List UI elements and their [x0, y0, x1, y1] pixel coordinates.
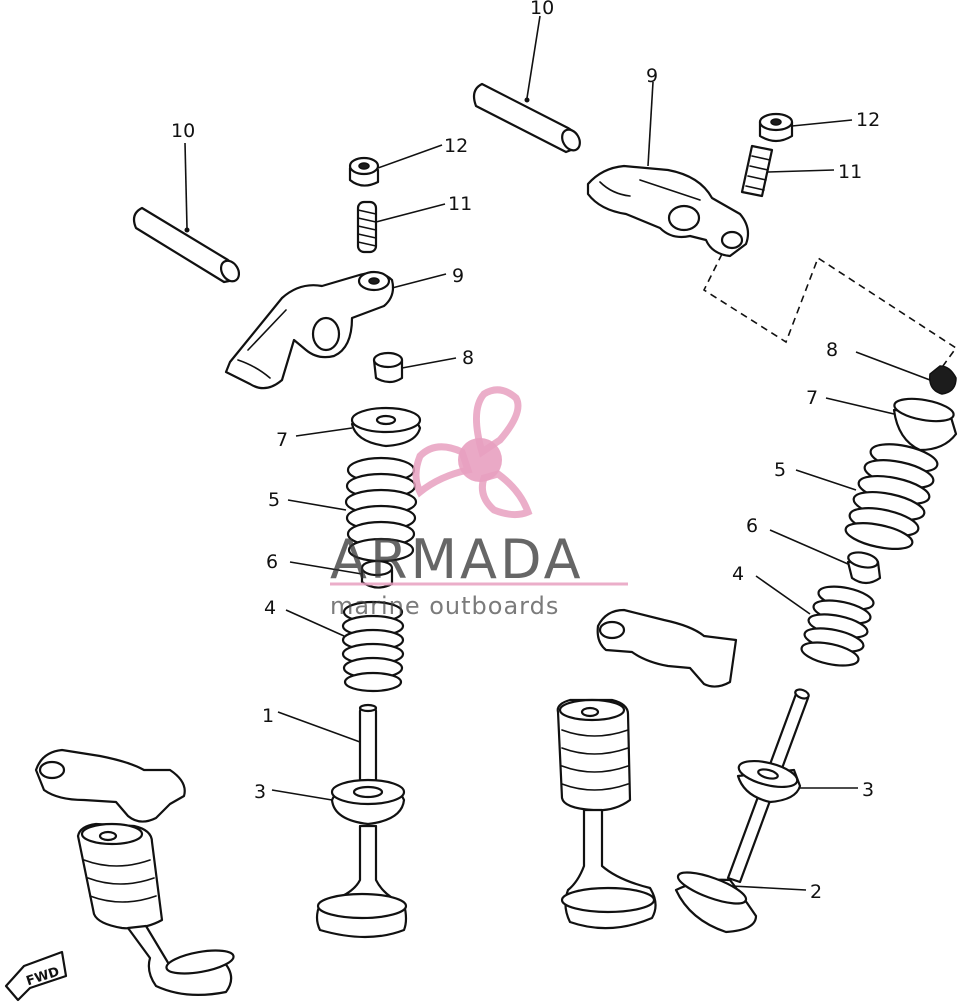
armada-watermark: ARMADA marine outboards: [330, 386, 628, 620]
propeller-logo: [412, 386, 533, 519]
callout-11-left: 11: [448, 193, 472, 215]
spring-retainer-right: [892, 397, 958, 452]
leader-11-left: [375, 203, 446, 223]
nut-left: [348, 156, 380, 187]
watermark-brand: ARMADA: [330, 528, 584, 591]
callout-5-left: 5: [268, 489, 280, 511]
callout-10-left: 10: [171, 120, 195, 142]
forward-direction-tag: FWD: [4, 950, 68, 1002]
callout-6-right: 6: [746, 515, 758, 537]
leader-12-left: [377, 144, 443, 169]
rocker-arm-left: [224, 270, 395, 390]
spring-seat-right: [846, 551, 882, 585]
leader-12-right: [791, 119, 853, 127]
leader-6-right: [769, 529, 849, 565]
outer-spring-left: [344, 456, 418, 563]
leader-10-left: [184, 142, 188, 229]
callout-9-right: 9: [646, 65, 658, 87]
callout-2: 2: [810, 881, 822, 903]
callout-9-left: 9: [452, 265, 464, 287]
inner-spring-right: [800, 585, 875, 667]
callout-4-right: 4: [732, 563, 744, 585]
leader-11-right: [767, 169, 835, 173]
leader-7-left: [295, 427, 353, 437]
assembled-reference-center: [556, 608, 738, 930]
dashed-assembly-link: [702, 253, 958, 371]
valve-seal-right: [736, 759, 802, 804]
outer-spring-right: [844, 443, 939, 550]
valve-right: [674, 688, 810, 934]
callout-12-left: 12: [444, 135, 468, 157]
callout-12-right: 12: [856, 109, 880, 131]
rocker-arm-right: [586, 164, 750, 258]
valve-seal-left: [330, 778, 406, 826]
callout-7-left: 7: [276, 429, 288, 451]
leader-6-left: [289, 561, 363, 575]
leader-3-left: [271, 789, 333, 801]
stem-cap-right: [929, 365, 957, 395]
callout-1: 1: [262, 705, 274, 727]
spring-retainer-left: [350, 406, 422, 448]
callout-3-left: 3: [254, 781, 266, 803]
rocker-shaft-left: [132, 206, 241, 284]
leader-4-right: [755, 575, 811, 615]
callout-7-right: 7: [806, 387, 818, 409]
leader-8-right: [855, 351, 931, 381]
nut-right: [758, 112, 794, 143]
leader-5-right: [795, 469, 857, 491]
rocker-shaft-right: [472, 82, 581, 154]
callout-10-right: 10: [530, 0, 554, 19]
assembled-reference-left: [34, 748, 235, 996]
valve-guide: [358, 703, 378, 796]
leader-5-left: [287, 499, 347, 511]
inner-spring-left: [341, 600, 405, 693]
leader-2: [731, 885, 807, 891]
callout-4-left: 4: [264, 597, 276, 619]
callout-5-right: 5: [774, 459, 786, 481]
watermark-tagline: marine outboards: [330, 592, 559, 620]
leader-1: [277, 711, 361, 743]
leader-9-left: [391, 273, 447, 289]
leader-4-left: [285, 609, 345, 637]
leader-9-right: [647, 81, 654, 167]
callout-11-right: 11: [838, 161, 862, 183]
adjust-screw-right: [740, 144, 774, 198]
leader-7-right: [825, 397, 895, 415]
callout-8-left: 8: [462, 347, 474, 369]
stem-cap-left: [372, 351, 404, 384]
leader-10-right: [526, 15, 541, 99]
callout-6-left: 6: [266, 551, 278, 573]
callout-8-right: 8: [826, 339, 838, 361]
callout-3-right: 3: [862, 779, 874, 801]
valve-left: [315, 824, 408, 939]
adjust-screw-left: [356, 200, 378, 254]
leader-8-left: [401, 357, 457, 369]
